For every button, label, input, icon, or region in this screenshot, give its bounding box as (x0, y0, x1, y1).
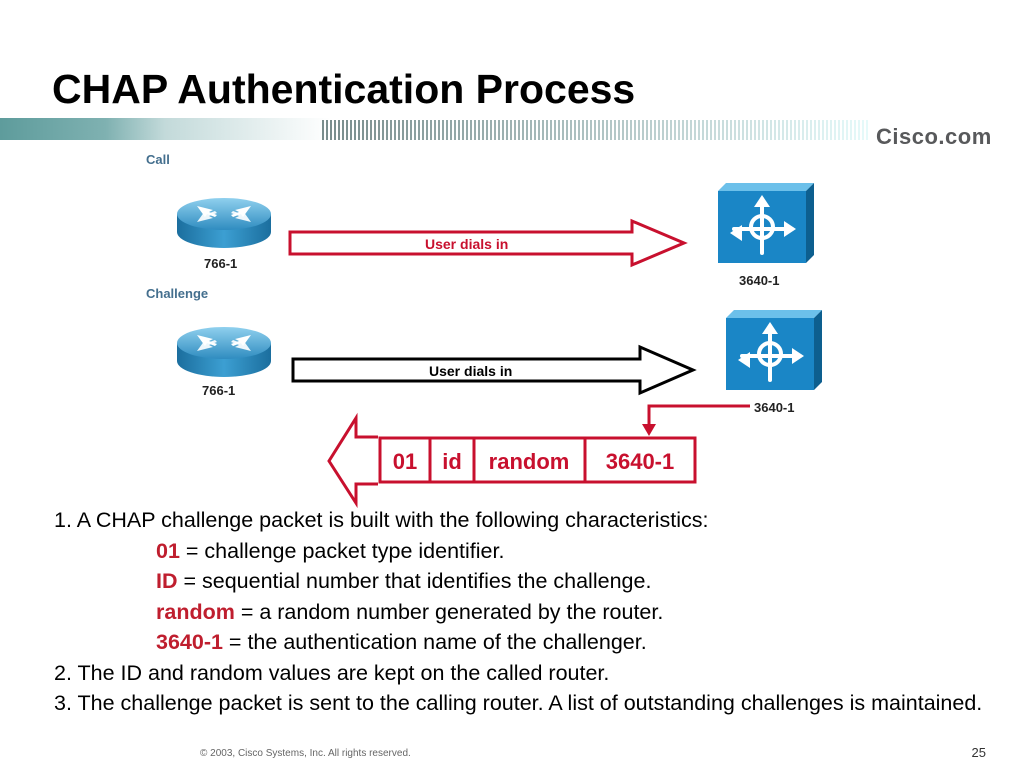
challenge-label: Challenge (146, 286, 208, 301)
slide-title: CHAP Authentication Process (52, 66, 636, 112)
challenge-arrow-label: User dials in (429, 363, 512, 379)
return-arrow (327, 412, 378, 509)
call-router-name: 766-1 (204, 256, 237, 271)
step-3-text: 3. The challenge packet is sent to the c… (54, 691, 983, 715)
return-connector (647, 404, 750, 426)
router-icon-call (177, 198, 271, 248)
packet-field-random: random (489, 449, 570, 474)
list-item: 01 = challenge packet type identifier. (54, 536, 1014, 567)
item-term: random (156, 599, 235, 624)
chap-diagram: Call Challenge 766-1 766-1 3640-1 3640-1… (146, 152, 824, 509)
list-item: ID = sequential number that identifies t… (54, 566, 1014, 597)
item-desc: = a random number generated by the route… (234, 599, 664, 624)
item-desc: = challenge packet type identifier. (179, 538, 505, 563)
return-connector-head (642, 424, 656, 436)
packet-field-name: 3640-1 (606, 449, 675, 474)
header-banner (0, 118, 868, 140)
step-1-text: 1. A CHAP challenge packet is built with… (54, 508, 709, 532)
router-icon-challenge (177, 327, 271, 377)
item-term: 01 (156, 538, 180, 563)
challenge-packet: 01 id random 3640-1 (378, 436, 697, 484)
copyright-text: © 2003, Cisco Systems, Inc. All rights r… (200, 748, 411, 759)
call-label: Call (146, 152, 170, 167)
item-desc: = the authentication name of the challen… (222, 630, 647, 654)
server-icon-challenge (724, 308, 824, 392)
item-desc: = sequential number that identifies the … (177, 569, 652, 593)
challenge-server-name: 3640-1 (754, 400, 794, 415)
item-term: ID (156, 569, 178, 593)
page-number: 25 (971, 745, 986, 760)
step-list: 1. A CHAP challenge packet is built with… (54, 505, 1014, 719)
list-item: 3640-1 = the authentication name of the … (54, 627, 1014, 658)
challenge-router-name: 766-1 (202, 383, 235, 398)
step-2-text: 2. The ID and random values are kept on … (54, 660, 610, 685)
item-term: 3640-1 (156, 630, 223, 654)
server-icon-call (716, 181, 816, 265)
call-arrow (288, 218, 688, 268)
cisco-logo: Cisco.com (876, 124, 992, 149)
call-arrow-label: User dials in (425, 236, 508, 252)
packet-frame (378, 436, 697, 484)
challenge-arrow (291, 344, 697, 396)
packet-field-type: 01 (393, 449, 417, 474)
call-server-name: 3640-1 (739, 273, 779, 288)
packet-field-id: id (442, 449, 462, 474)
list-item: random = a random number generated by th… (54, 597, 1014, 628)
